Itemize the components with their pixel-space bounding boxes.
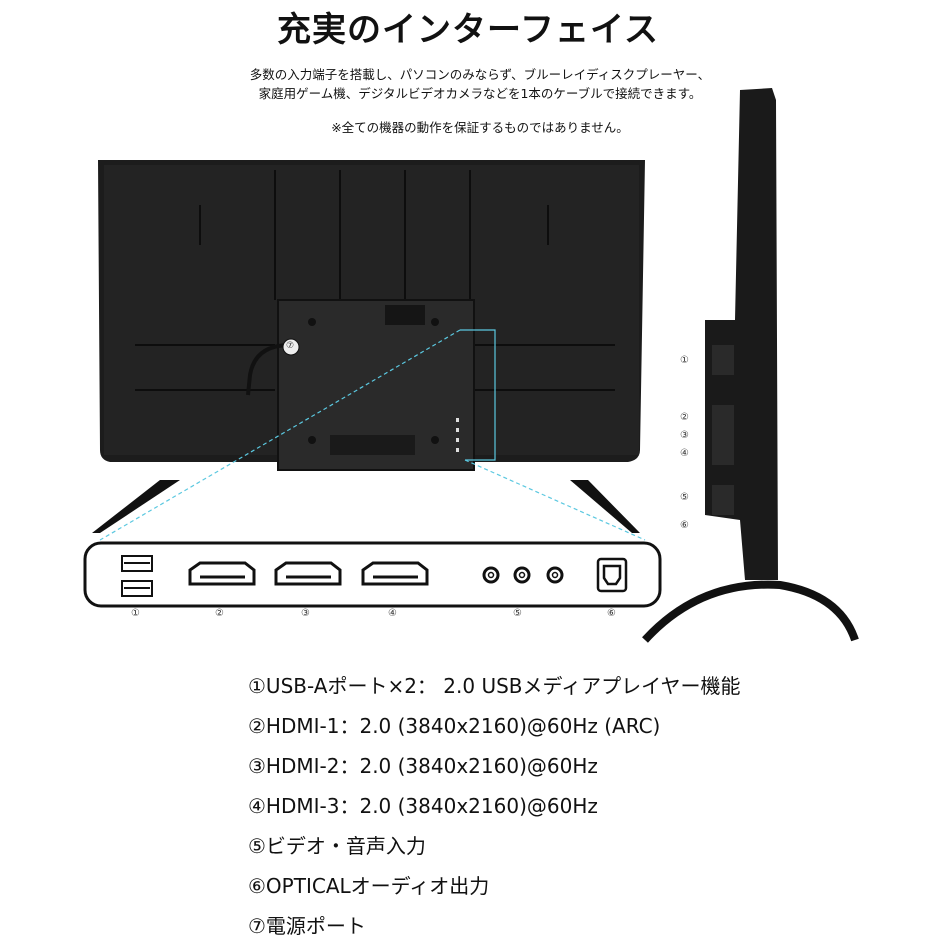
spec-optical: ⑥OPTICALオーディオ出力 bbox=[248, 874, 490, 898]
optical-port-icon bbox=[596, 557, 628, 593]
spec-hdmi2: ③HDMI-2：2.0 (3840x2160)@60Hz bbox=[248, 754, 598, 778]
tv-back bbox=[92, 160, 645, 533]
disclaimer-note: ※全ての機器の動作を保証するものではありません。 bbox=[331, 120, 629, 135]
spec-av-input: ⑤ビデオ・音声入力 bbox=[248, 834, 426, 858]
tv-side-profile bbox=[642, 88, 859, 643]
power-port-label: ⑦ bbox=[286, 341, 295, 351]
port-panel bbox=[83, 541, 662, 608]
side-label: ④ bbox=[680, 448, 689, 459]
page-title: 充実のインターフェイス bbox=[277, 10, 659, 50]
port-label-optical: ⑥ bbox=[607, 608, 616, 619]
port-label-hdmi2: ③ bbox=[301, 608, 310, 619]
side-label: ② bbox=[680, 412, 689, 423]
port-label-av: ⑤ bbox=[513, 608, 522, 619]
side-label: ⑥ bbox=[680, 520, 689, 531]
port-label-hdmi1: ② bbox=[215, 608, 224, 619]
side-label: ⑤ bbox=[680, 492, 689, 503]
port-label-hdmi3: ④ bbox=[388, 608, 397, 619]
description: 多数の入力端子を搭載し、パソコンのみならず、ブルーレイディスクプレーヤー、 家庭… bbox=[249, 67, 711, 101]
spec-hdmi1: ②HDMI-1：2.0 (3840x2160)@60Hz (ARC) bbox=[248, 714, 661, 738]
spec-power: ⑦電源ポート bbox=[248, 914, 366, 938]
port-label-usb: ① bbox=[131, 608, 140, 619]
hdmi-port-icon bbox=[188, 561, 429, 586]
rca-port-icon bbox=[482, 566, 564, 584]
spec-usb: ①USB-Aポート×2： 2.0 USBメディアプレイヤー機能 bbox=[248, 674, 741, 698]
guide-lines bbox=[99, 329, 646, 541]
side-label: ③ bbox=[680, 430, 689, 441]
spec-hdmi3: ④HDMI-3：2.0 (3840x2160)@60Hz bbox=[248, 794, 598, 818]
side-label: ① bbox=[680, 355, 689, 366]
usb-a-port-icon bbox=[121, 555, 153, 597]
